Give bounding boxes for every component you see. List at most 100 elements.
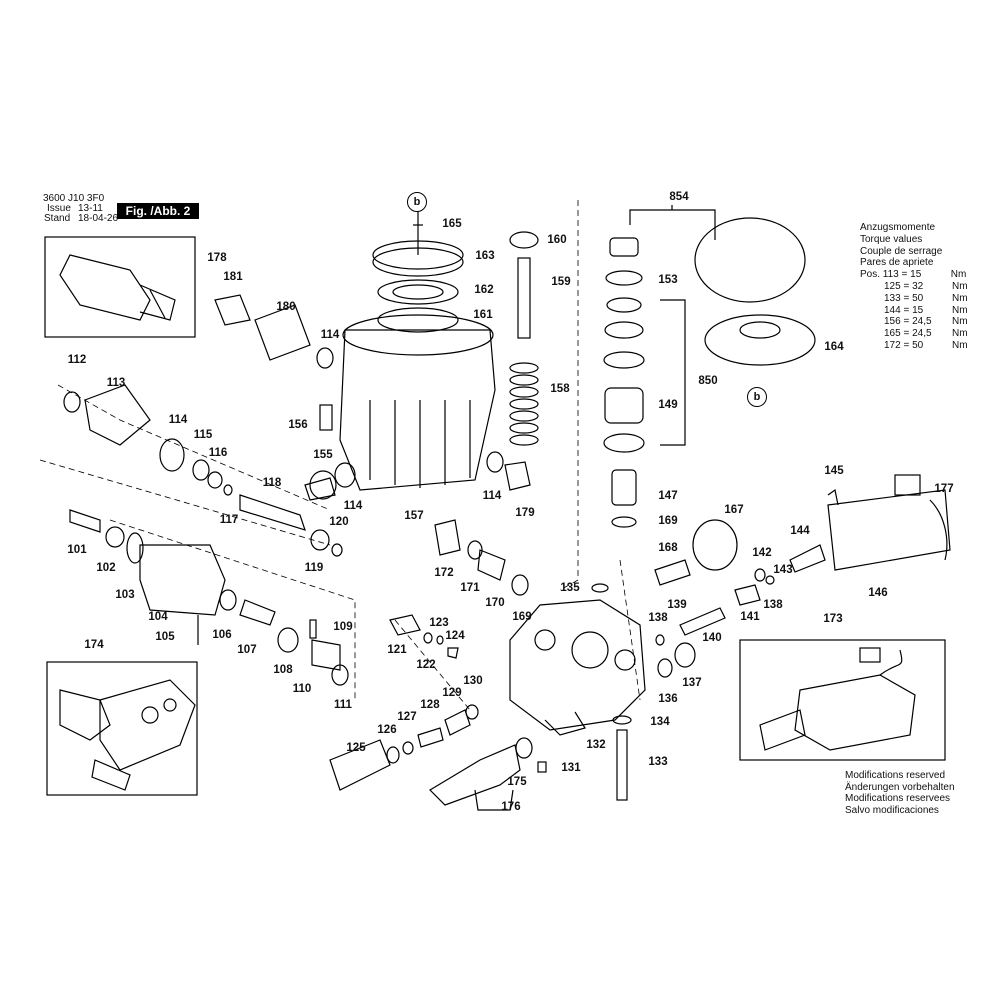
reference-mark-b: b (747, 387, 767, 407)
torque-title-fr: Couple de serrage (860, 245, 943, 257)
part-label: 181 (223, 271, 243, 283)
pump-block-132 (509, 599, 646, 736)
part-label: 174 (84, 639, 104, 651)
part-label: 178 (207, 252, 227, 264)
part-label: 179 (515, 507, 535, 519)
part-label: 125 (346, 742, 366, 754)
part-label: 114 (320, 329, 340, 341)
part-label: 171 (460, 582, 480, 594)
part-label: 163 (475, 250, 495, 262)
torque-title-es: Pares de apriete (860, 257, 934, 269)
part-label: 123 (429, 617, 449, 629)
part-label: 160 (547, 234, 567, 246)
part-label: 112 (67, 354, 87, 366)
part-label: 133 (648, 756, 668, 768)
part-label: 114 (168, 414, 188, 426)
part-label: 113 (106, 377, 126, 389)
part-label: 115 (193, 429, 213, 441)
part-label: 111 (334, 699, 352, 711)
part-label: 103 (115, 589, 135, 601)
part-label: 177 (934, 483, 954, 495)
torque-table: Anzugsmomente Torque values Couple de se… (860, 222, 968, 352)
motor-housing-157 (339, 314, 496, 491)
left-fittings (63, 294, 356, 686)
part-label: 147 (658, 490, 678, 502)
part-label: 126 (377, 724, 397, 736)
part-label: 134 (650, 716, 670, 728)
part-label: 117 (219, 514, 239, 526)
part-label: 155 (313, 449, 333, 461)
part-label: 119 (304, 562, 324, 574)
part-label: 110 (292, 683, 312, 695)
inset-174 (46, 661, 198, 796)
inset-173 (739, 639, 946, 761)
part-label: 109 (333, 621, 353, 633)
part-label: 130 (463, 675, 483, 687)
part-label: 180 (276, 301, 296, 313)
part-label: 854 (669, 191, 689, 203)
part-label: 127 (397, 711, 417, 723)
part-label: 139 (667, 599, 687, 611)
part-label: 118 (262, 477, 282, 489)
part-label: 175 (507, 776, 527, 788)
part-label: 143 (773, 564, 793, 576)
part-label: 153 (658, 274, 678, 286)
part-label: 176 (501, 801, 521, 813)
part-label: 142 (752, 547, 772, 559)
part-label: 124 (445, 630, 465, 642)
part-label: 114 (343, 500, 363, 512)
part-label: 108 (273, 664, 293, 676)
part-label: 121 (387, 644, 407, 656)
stand-label: Stand (44, 213, 71, 224)
part-label: 165 (442, 218, 462, 230)
part-label: 120 (329, 516, 349, 528)
right-fittings (591, 474, 951, 801)
inset-178 (44, 236, 196, 338)
part-label: 170 (485, 597, 505, 609)
part-label: 101 (67, 544, 87, 556)
part-label: 159 (551, 276, 571, 288)
part-label: 161 (473, 309, 493, 321)
part-label: 169 (658, 515, 678, 527)
part-label: 116 (208, 447, 228, 459)
part-label: 102 (96, 562, 116, 574)
stand-value: 18-04-26 (78, 213, 119, 224)
part-label: 169 (512, 611, 532, 623)
part-label: 168 (658, 542, 678, 554)
issue-value: 13-11 (78, 203, 103, 214)
part-label: 144 (790, 525, 810, 537)
figure-label: Fig. /Abb. 2 (117, 203, 199, 219)
part-label: 141 (740, 611, 760, 623)
part-label: 135 (560, 582, 580, 594)
torque-title-en: Torque values (860, 233, 923, 245)
part-label: 156 (288, 419, 308, 431)
part-label: 107 (237, 644, 257, 656)
part-label: 140 (702, 632, 722, 644)
part-label: 164 (824, 341, 844, 353)
part-label: 104 (148, 611, 168, 623)
part-label: 167 (724, 504, 744, 516)
spring-158 (509, 362, 539, 446)
part-label: 146 (868, 587, 888, 599)
part-label: 138 (763, 599, 783, 611)
part-label: 136 (658, 693, 678, 705)
reference-mark-b: b (407, 192, 427, 212)
part-label: 129 (442, 687, 462, 699)
part-label: 149 (658, 399, 678, 411)
part-label: 105 (155, 631, 175, 643)
part-label: 122 (416, 659, 436, 671)
part-code: 3600 J10 3F0 (43, 193, 105, 204)
assembly-guide-lines (39, 200, 641, 711)
modifications-note: Modifications reserved Änderungen vorbeh… (845, 770, 955, 816)
part-label: 128 (420, 699, 440, 711)
seal-stack (603, 205, 816, 528)
issue-label: Issue (47, 203, 71, 214)
part-label: 138 (648, 612, 668, 624)
torque-prefix: Pos. (860, 269, 881, 281)
